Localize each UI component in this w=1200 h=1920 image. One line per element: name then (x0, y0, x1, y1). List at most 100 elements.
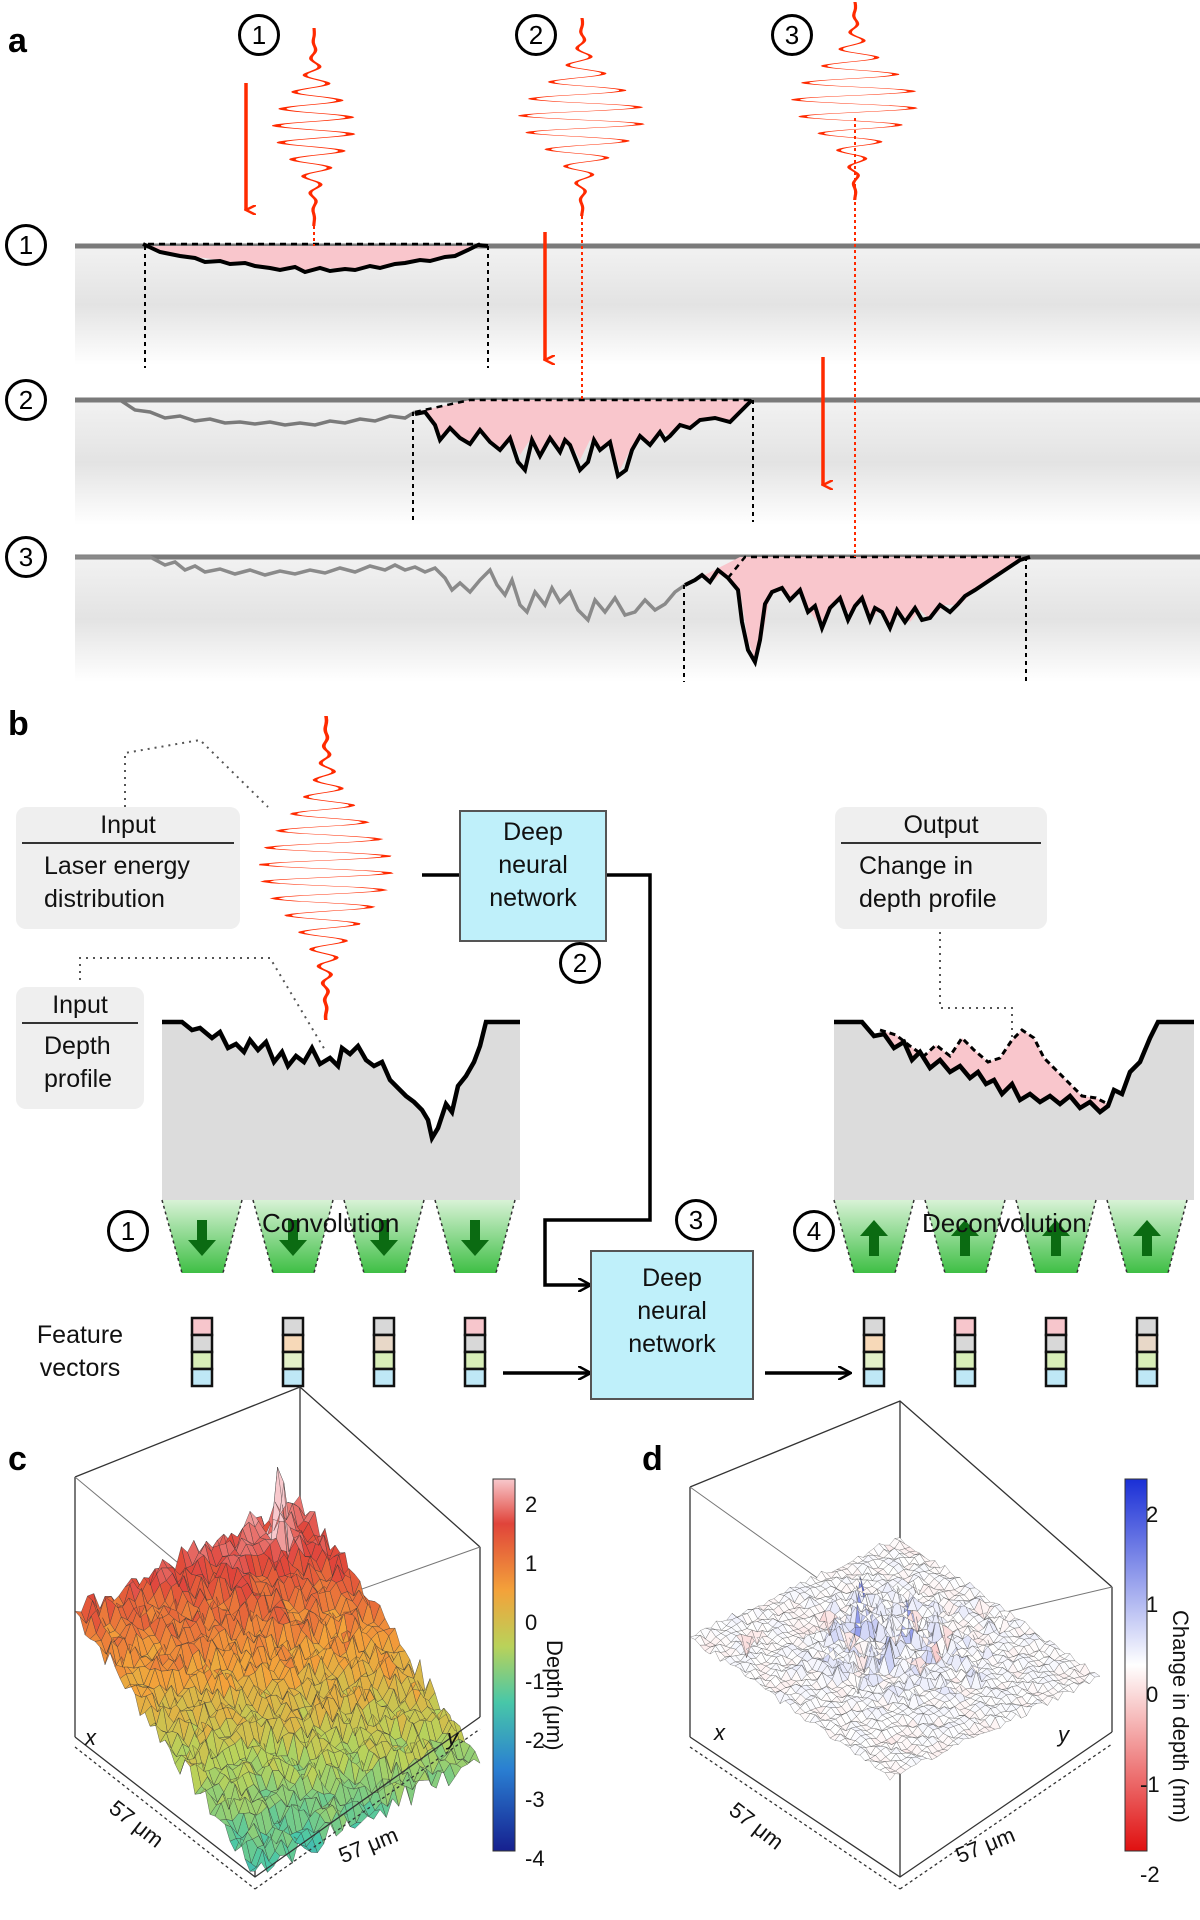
c-tick: -4 (525, 1846, 545, 1871)
feature-cell (190, 1316, 214, 1337)
input-laser-header: Input (22, 807, 234, 844)
feature-cell (1044, 1316, 1068, 1337)
panel-c-axis-x: x (85, 1725, 96, 1750)
c-tick: -2 (525, 1728, 545, 1753)
feature-vectors-label: Feature vectors (30, 1319, 130, 1385)
dnn-mid-line2: neural (637, 1297, 707, 1325)
step-number-4: 4 (793, 1210, 835, 1252)
panel-d-axis-y: y (1058, 1722, 1069, 1747)
feature-cell (281, 1316, 305, 1337)
row1-ablation-fill (145, 246, 488, 270)
input-depth-header: Input (22, 987, 138, 1024)
feature-cell (281, 1350, 305, 1371)
d-tick: 2 (1146, 1502, 1159, 1527)
row2-ablation-fill (415, 400, 752, 470)
c-tick: -3 (525, 1787, 545, 1812)
output-line2: depth profile (859, 885, 997, 913)
output-line1: Change in (859, 852, 973, 880)
surface-cell (468, 1750, 481, 1764)
panel-c-axis-y: y (447, 1725, 458, 1750)
d-tick: -2 (1140, 1862, 1160, 1887)
feature-cell (281, 1367, 305, 1388)
pulse-waveform (272, 28, 356, 226)
panel-d-colorbar-ticks: 2 1 0 -1 -2 (1140, 1470, 1160, 1920)
c-tick: -1 (525, 1669, 545, 1694)
panel-d-letter: d (642, 1440, 663, 1478)
input-laser-line1: Laser energy (44, 852, 190, 880)
feature-cell (1135, 1333, 1159, 1354)
input-depth-profile (162, 1019, 520, 1144)
input-depth-box: Input Depth profile (16, 987, 144, 1109)
c-tick: 0 (525, 1610, 538, 1635)
d-tick: -1 (1140, 1772, 1160, 1797)
d-tick: 1 (1146, 1592, 1159, 1617)
feature-cell (372, 1316, 396, 1337)
panel-c-colorbar-label: Depth (μm) (542, 1640, 567, 1751)
dnn-box-middle: Deep neural network (590, 1250, 754, 1400)
surface-cell (1089, 1672, 1101, 1678)
dnn-box-top: Deep neural network (459, 810, 607, 942)
step-number-3: 3 (675, 1199, 717, 1241)
output-change-fill (880, 1030, 1108, 1112)
row-number-1: 1 (5, 224, 47, 266)
feature-cell (372, 1333, 396, 1354)
dnn-mid-line1: Deep (642, 1264, 702, 1292)
feature-cell (463, 1350, 487, 1371)
feature-cell (862, 1333, 886, 1354)
feature-cell (953, 1367, 977, 1388)
feature-cell (862, 1367, 886, 1388)
feature-cell (190, 1367, 214, 1388)
panel-d-axis-x: x (714, 1720, 725, 1745)
d-tick: 0 (1146, 1682, 1159, 1707)
depth-colorbar (492, 1478, 516, 1852)
dnn-mid-line3: network (628, 1330, 716, 1358)
input-laser-box: Input Laser energy distribution (16, 807, 240, 929)
step-number-2: 2 (559, 942, 601, 984)
feature-cell (463, 1333, 487, 1354)
feature-cell (1044, 1333, 1068, 1354)
feature-cell (862, 1350, 886, 1371)
panel-c-surface-plot (74, 1386, 516, 1890)
feature-cell (463, 1367, 487, 1388)
laser-pulse-input (258, 716, 394, 1020)
convolution-label: Convolution (262, 1208, 400, 1238)
feature-vectors-line1: Feature (36, 1321, 124, 1349)
dnn-top-line1: Deep (503, 818, 563, 846)
feature-cell (372, 1367, 396, 1388)
substrate-row-3 (75, 557, 1200, 682)
output-header: Output (841, 807, 1041, 844)
feature-cell (953, 1350, 977, 1371)
c-tick: 1 (525, 1551, 538, 1576)
row3-crater-outline (684, 555, 1031, 668)
row1-crater-outline (142, 242, 489, 275)
deconvolution-kernels (833, 1199, 1188, 1274)
output-box: Output Change in depth profile (835, 807, 1047, 929)
feature-cell (1044, 1350, 1068, 1371)
feature-cell (281, 1333, 305, 1354)
feature-cell (1135, 1316, 1159, 1337)
panel-d-surface-plot (689, 1400, 1148, 1890)
output-depth-profile (834, 1019, 1194, 1115)
row-number-3: 3 (5, 536, 47, 578)
c-tick: 2 (525, 1492, 538, 1517)
pulse-number-3: 3 (771, 14, 813, 56)
feature-vectors-line2: vectors (39, 1354, 121, 1382)
laser-pulse-1 (272, 28, 356, 226)
panel-b-diagram (79, 716, 1194, 1388)
row-number-2: 2 (5, 379, 47, 421)
input-depth-line1: Depth (44, 1032, 111, 1060)
feature-cell (463, 1316, 487, 1337)
convolution-kernels (161, 1199, 516, 1274)
feature-cell (1135, 1367, 1159, 1388)
feature-cell (190, 1333, 214, 1354)
step-number-1: 1 (107, 1210, 149, 1252)
feature-cell (862, 1316, 886, 1337)
panel-c-letter: c (8, 1440, 27, 1478)
feature-vectors-right (862, 1316, 1159, 1388)
row3-ablation-fill (685, 557, 1030, 660)
panel-d-colorbar-label: Change in depth (nm) (1168, 1610, 1193, 1823)
feature-cell (953, 1333, 977, 1354)
pulse-number-2: 2 (515, 14, 557, 56)
change-colorbar (1124, 1478, 1148, 1852)
pulse-number-1: 1 (238, 14, 280, 56)
